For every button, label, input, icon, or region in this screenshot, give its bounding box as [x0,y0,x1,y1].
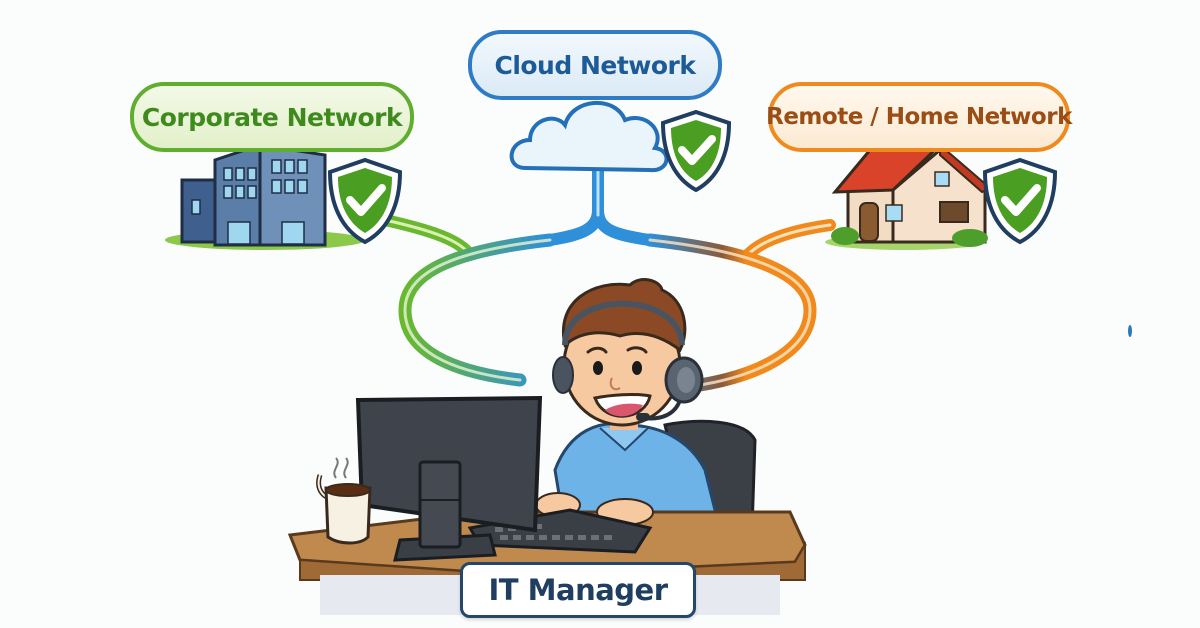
house-icon [825,142,992,250]
remote-home-network-label: Remote / Home Network [766,82,1072,152]
shield-check-icon [327,157,403,245]
cloud-network-label: Cloud Network [468,30,722,100]
cloud-icon [509,101,669,173]
corporate-network-label: Corporate Network [130,82,414,152]
network-connection-lines [379,164,836,392]
shield-check-icon [982,157,1058,245]
it-manager-character [552,278,722,532]
shield-check-icon [660,109,732,193]
it-manager-label: IT Manager [460,562,696,618]
coffee-mug [316,457,372,545]
building-icon [165,143,365,250]
edge-mark [1128,325,1132,337]
computer-monitor [355,395,543,562]
